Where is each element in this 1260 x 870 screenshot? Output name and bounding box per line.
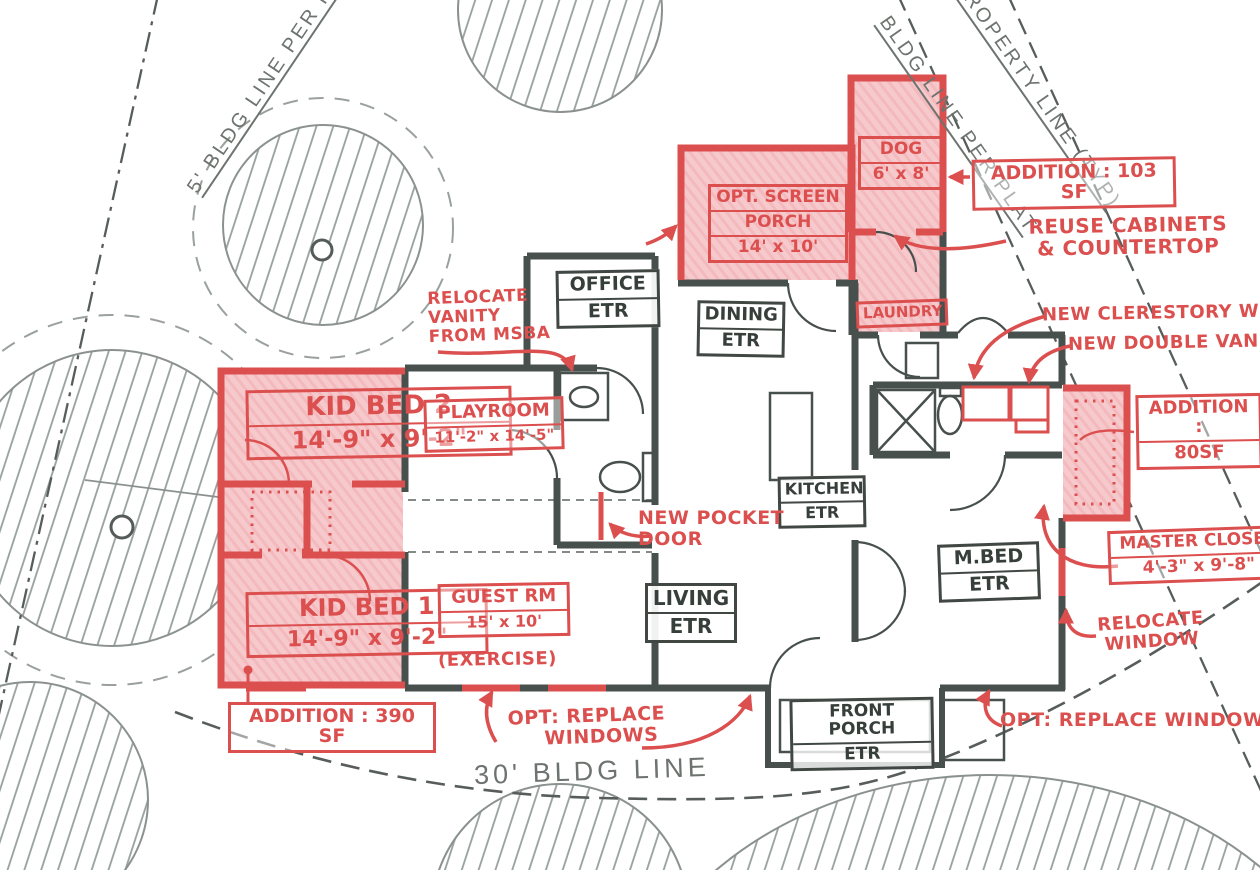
annotation-addition-103: ADDITION : 103 SF bbox=[971, 156, 1177, 211]
door-arcs-red bbox=[244, 438, 372, 602]
room-status: ETR bbox=[940, 569, 1038, 600]
annotation-text: ADDITION : 390 SF bbox=[249, 705, 415, 747]
room-label-screen-porch: OPT. SCREEN PORCH 14' x 10' bbox=[708, 184, 848, 263]
annotation-text: ADDITION : 103 SF bbox=[990, 159, 1157, 204]
room-label-living: LIVING ETR bbox=[645, 583, 737, 643]
annotation-new-pocket-door: NEW POCKET DOOR bbox=[638, 507, 785, 551]
room-dims: 14' x 10' bbox=[711, 234, 845, 260]
reused-cabinets bbox=[961, 385, 1050, 434]
room-dims: 15' x 10' bbox=[441, 608, 568, 635]
room-dims: 4'-3" x 9'-8" bbox=[1111, 550, 1260, 582]
door-arcs-gray bbox=[508, 230, 1009, 689]
room-name: OPT. SCREEN bbox=[716, 187, 840, 207]
room-label-office: OFFICE ETR bbox=[555, 269, 661, 329]
annotation-new-double-vanity: NEW DOUBLE VANITY bbox=[1067, 330, 1260, 355]
room-status: ETR bbox=[648, 612, 734, 640]
annotation-text: ADDITION : bbox=[1148, 396, 1249, 437]
annotation-arrows bbox=[246, 168, 1135, 750]
room-status: ETR bbox=[780, 500, 864, 526]
room-status: ETR bbox=[699, 327, 783, 355]
room-dims: 11'-2" x 14'-5" bbox=[427, 423, 562, 450]
room-label-front-porch: FRONT PORCH ETR bbox=[789, 696, 935, 771]
guest-room-note: (EXERCISE) bbox=[437, 647, 558, 672]
fixtures bbox=[558, 341, 964, 503]
addition-shading bbox=[221, 75, 1127, 685]
room-label-master-closet: MASTER CLOSET 4'-3" x 9'-8" bbox=[1107, 524, 1260, 585]
room-status: ETR bbox=[558, 297, 658, 326]
annotation-reuse-cabinets: REUSE CABINETS & COUNTERTOP bbox=[1008, 211, 1249, 261]
room-label-master-bed: M.BED ETR bbox=[937, 541, 1041, 603]
room-label-guest-room: GUEST RM 15' x 10' bbox=[437, 581, 571, 638]
room-name: OFFICE bbox=[569, 272, 646, 296]
leader-dot bbox=[243, 665, 253, 675]
annotation-new-clerestory: NEW CLERESTORY WINDOW bbox=[1041, 299, 1260, 326]
room-name: FRONT PORCH bbox=[828, 700, 896, 740]
red-dotted-outlines bbox=[250, 399, 1116, 552]
tree-twig-line bbox=[84, 479, 219, 498]
annotation-line: DOOR bbox=[638, 528, 703, 551]
room-name: KITCHEN bbox=[784, 478, 864, 499]
room-name-2: PORCH bbox=[711, 209, 845, 235]
room-name: PLAYROOM bbox=[437, 399, 551, 424]
room-label-laundry: LAUNDRY bbox=[855, 298, 949, 329]
annotation-text-2: 80SF bbox=[1139, 438, 1260, 467]
annotation-addition-390: ADDITION : 390 SF bbox=[228, 702, 436, 753]
tree-trunks bbox=[109, 238, 334, 540]
room-status: ETR bbox=[793, 740, 932, 768]
room-name: M.BED bbox=[953, 544, 1024, 570]
room-name: GUEST RM bbox=[451, 585, 557, 608]
room-name: DINING bbox=[704, 303, 779, 326]
room-label-playroom: PLAYROOM 11'-2" x 14'-5" bbox=[423, 396, 565, 453]
room-name: DOG bbox=[879, 139, 923, 159]
room-label-dining: DINING ETR bbox=[696, 300, 786, 358]
annotation-line: NEW POCKET bbox=[638, 507, 785, 529]
annotation-opt-replace-windows: OPT: REPLACE WINDOWS bbox=[507, 702, 666, 751]
room-label-dog: DOG 6' x 8' bbox=[858, 136, 944, 190]
annotation-relocate-vanity: RELOCATE VANITY FROM MSBA bbox=[427, 286, 551, 348]
annotation-addition-80: ADDITION : 80SF bbox=[1135, 392, 1260, 470]
room-name: LIVING bbox=[652, 586, 730, 610]
room-label-kitchen: KITCHEN ETR bbox=[777, 475, 867, 529]
annotation-line: & COUNTERTOP bbox=[1036, 233, 1220, 261]
room-name: LAUNDRY bbox=[862, 301, 943, 323]
addition-walls bbox=[217, 74, 1131, 692]
annotation-opt-replace-window: OPT: REPLACE WINDOW bbox=[1000, 709, 1260, 731]
room-dims: 6' x 8' bbox=[861, 161, 941, 187]
hallway-dashed-lines bbox=[408, 499, 652, 553]
annotation-relocate-window: RELOCATE WINDOW bbox=[1097, 607, 1206, 656]
